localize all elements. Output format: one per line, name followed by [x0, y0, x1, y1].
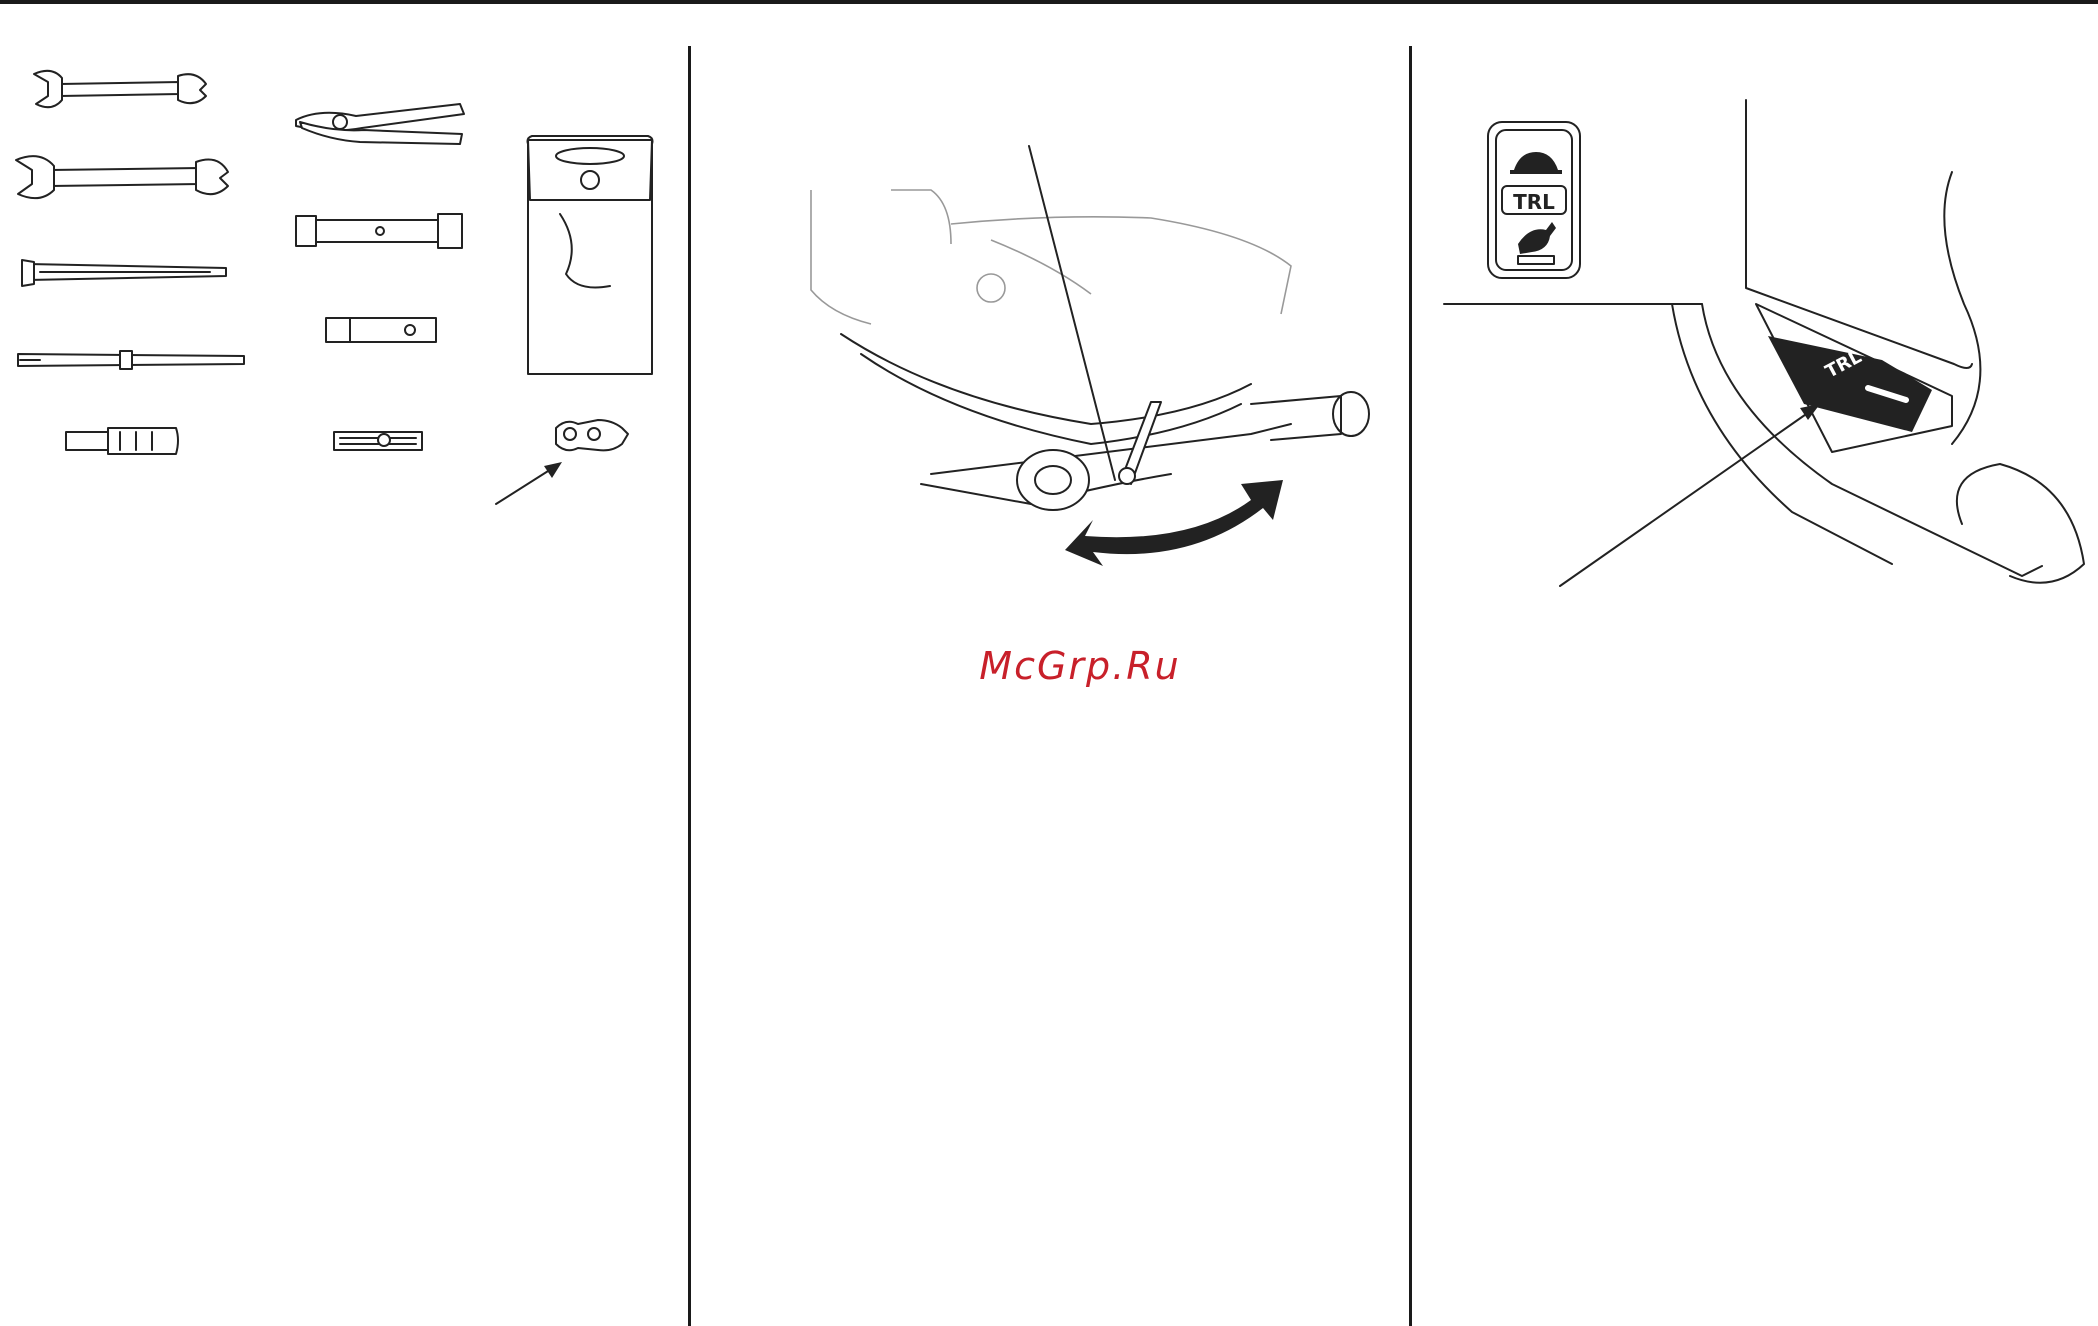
watermark: McGrp.Ru [950, 644, 1210, 688]
plug-wrench [296, 214, 462, 248]
switch-housing [1746, 100, 1972, 368]
tool-bag [528, 136, 653, 374]
pliers [296, 104, 464, 144]
spanner-adapter [326, 318, 436, 342]
phillips-screwdriver [18, 351, 244, 369]
cotter-pin-holder [334, 432, 422, 450]
tool-kit-panel [0, 4, 688, 1326]
trim-plate-label: TRL [1502, 190, 1566, 214]
rotation-arrow [1065, 480, 1283, 566]
open-end-wrench-large [16, 156, 228, 198]
shear-pin [556, 420, 628, 450]
engine-panel: McGrp.Ru [691, 4, 1409, 1326]
trim-switch-panel: TRL TRL [1412, 4, 2098, 1326]
open-end-wrench-small [34, 71, 206, 107]
trim-switch-illustration [1412, 4, 2098, 624]
engine-outline [811, 190, 871, 324]
shear-pin-leader [496, 462, 562, 504]
switch-leader [1560, 410, 1812, 586]
engine-illustration [691, 4, 1409, 604]
tool-kit-illustration [0, 4, 688, 564]
lever-leader [1029, 146, 1115, 480]
screwdriver-handle [66, 428, 178, 454]
flat-screwdriver [22, 260, 226, 286]
